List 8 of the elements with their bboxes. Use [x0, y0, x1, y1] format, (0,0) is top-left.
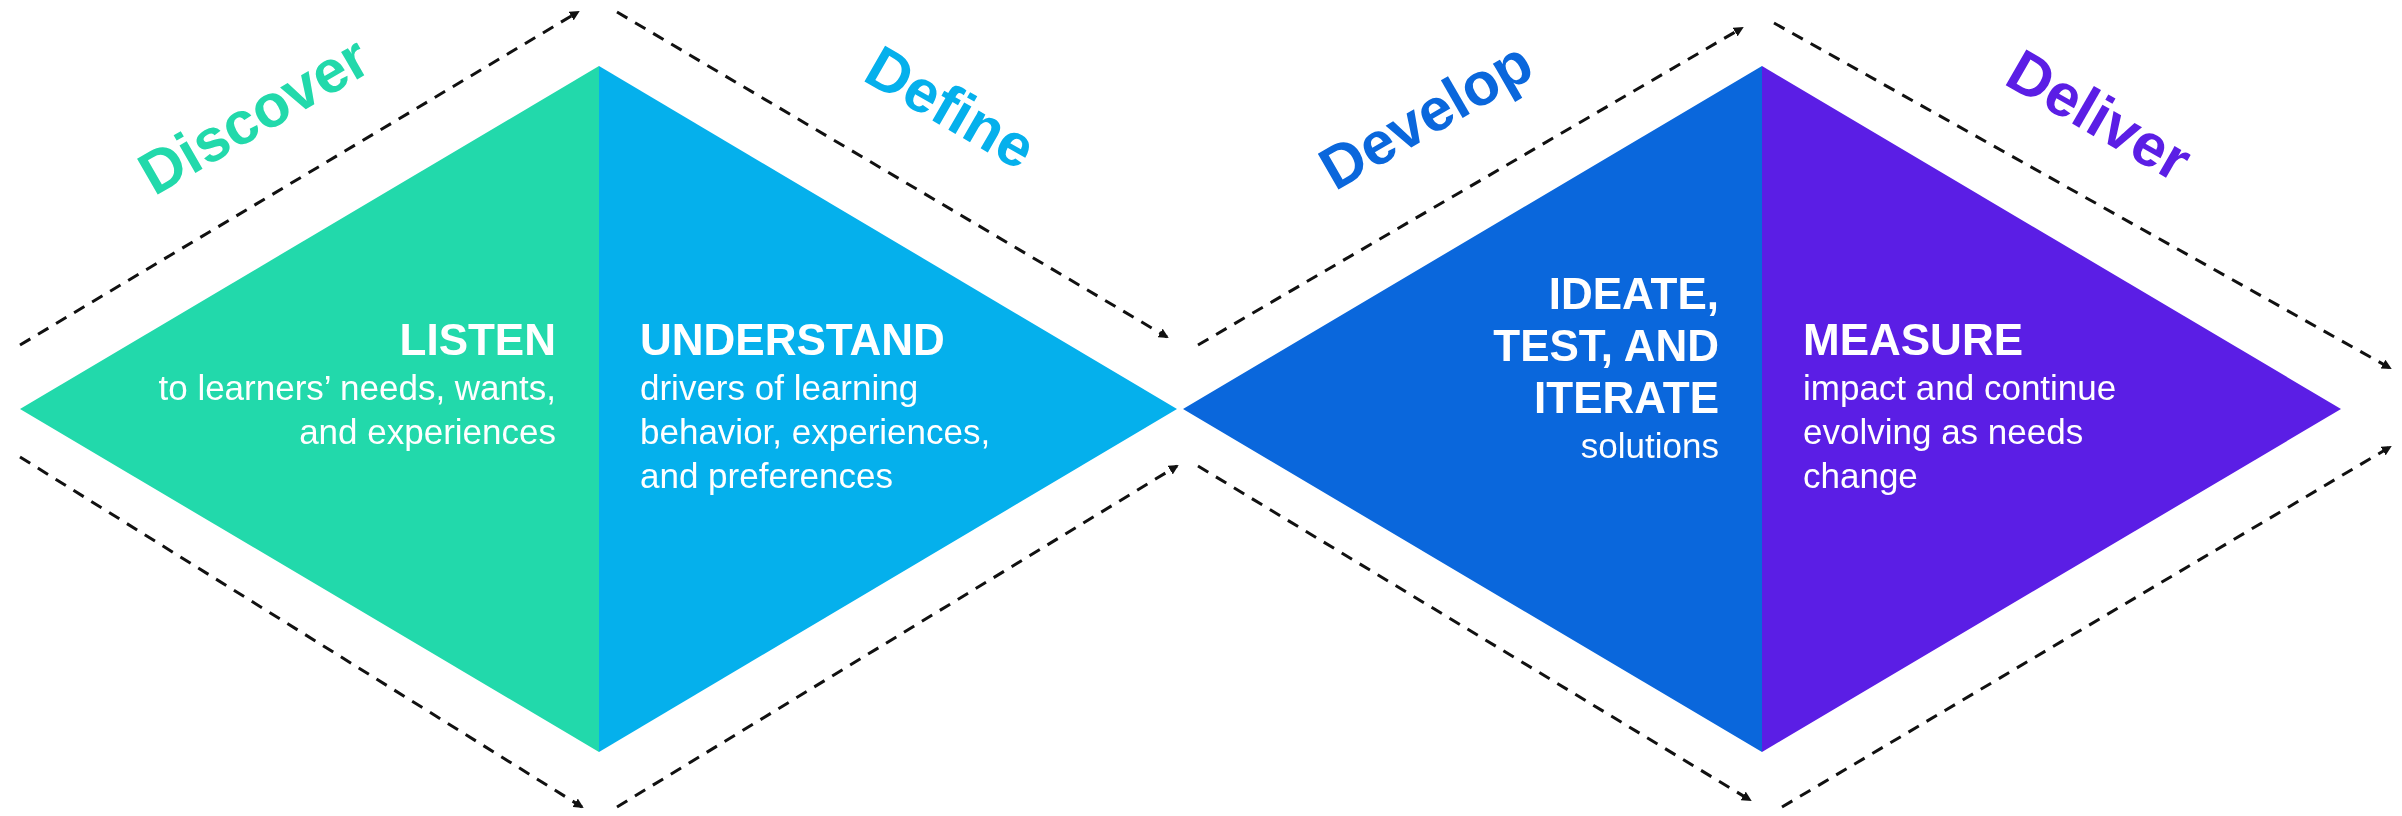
step-description: solutions	[1579, 425, 1719, 467]
step-description: drivers of learning behavior, experiences, and preferences	[640, 367, 992, 497]
step-description: impact and continue evolving as needs change	[1803, 367, 2118, 497]
step-heading: MEASURE	[1803, 314, 2025, 366]
step-heading: IDEATE, TEST, AND ITERATE	[1492, 268, 1719, 424]
step-heading: LISTEN	[398, 314, 556, 366]
step-heading: UNDERSTAND	[640, 314, 946, 366]
step-description: to learners’ needs, wants, and experiences	[157, 367, 556, 453]
